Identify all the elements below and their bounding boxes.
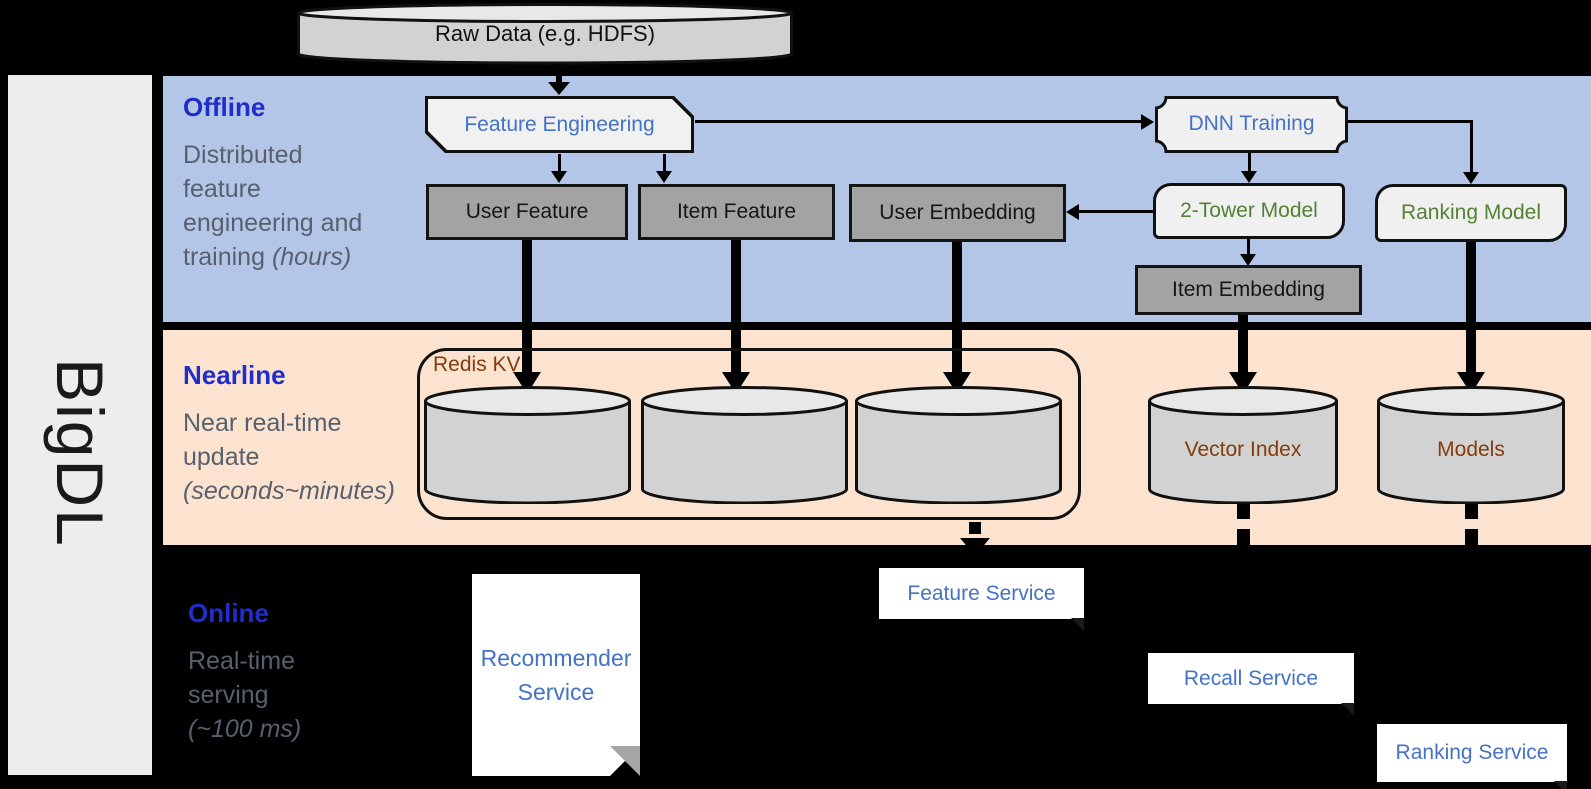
cylinder-shape (855, 386, 1062, 505)
arrow-userfeature-to-redis-shaft (522, 240, 532, 372)
ranking-service-label: Ranking Service (1395, 741, 1549, 764)
models-store: Models (1377, 386, 1565, 505)
online-section-label: Online (188, 598, 269, 628)
arrow-dnn-to-rankingmodel-vshaft (1470, 120, 1473, 172)
online-desc-line2: serving (188, 681, 269, 709)
arrow-twotower-to-userembedding-shaft (1079, 210, 1153, 213)
arrow-fe-to-itemfeature-head (656, 171, 672, 183)
cylinder-shape (424, 386, 631, 505)
nearline-section-desc: Near real-time update (seconds~minutes) (183, 406, 395, 508)
dnn-training-node: DNN Training (1155, 96, 1348, 153)
feature-service-fold-corner (1071, 618, 1084, 631)
models-label: Models (1437, 438, 1505, 461)
raw-data-store: Raw Data (e.g. HDFS) (297, 3, 793, 65)
arrow-fe-to-userfeature-head (551, 171, 567, 183)
arrow-dnn-to-rankingmodel-hshaft (1348, 120, 1473, 123)
ranking-service-node: Ranking Service (1377, 724, 1567, 789)
arrow-vectorindex-to-recall-dash2 (1237, 529, 1250, 545)
user-feature-label: User Feature (465, 200, 589, 223)
recommender-service-fold-corner (610, 746, 640, 776)
ranking-model-node: Ranking Model (1375, 184, 1567, 242)
offline-desc-tail: training (183, 243, 272, 271)
arrow-itemembedding-to-vectorindex-shaft (1238, 315, 1248, 372)
item-feature-node: Item Feature (638, 184, 835, 240)
arrow-fe-to-userfeature-shaft (558, 154, 561, 171)
redis-cylinder-2 (641, 386, 848, 505)
user-feature-node: User Feature (426, 184, 628, 240)
ranking-service-fold-corner (1554, 781, 1567, 789)
bigdl-logo-text: BigDL (43, 358, 117, 548)
vector-index-store: Vector Index (1148, 386, 1338, 505)
ranking-model-label: Ranking Model (1400, 201, 1542, 224)
plaque-shape (1155, 96, 1348, 153)
item-embedding-node: Item Embedding (1135, 265, 1362, 315)
user-embedding-node: User Embedding (849, 184, 1066, 242)
cylinder-shape (641, 386, 848, 505)
arrow-fe-to-dnn-head (1141, 114, 1154, 130)
arrow-redis-to-featureservice-head (960, 538, 990, 556)
arrow-twotower-to-itemembedding-shaft (1247, 239, 1250, 254)
offline-desc-line3: engineering and (183, 209, 363, 237)
item-feature-label: Item Feature (676, 200, 797, 223)
feature-engineering-label: Feature Engineering (428, 99, 691, 150)
feature-service-label: Feature Service (907, 581, 1056, 605)
recommender-service-label-line1: Recommender (480, 645, 632, 671)
redis-kv-container (417, 348, 1081, 520)
redis-kv-label: Redis KV (433, 353, 521, 376)
nearline-desc-line2: update (183, 443, 260, 471)
nearline-desc-line3: (seconds~minutes) (183, 477, 395, 505)
recommender-service-node: Recommender Service (472, 574, 640, 776)
arrow-twotower-to-itemembedding-head (1240, 254, 1256, 266)
cylinder-shape (1148, 386, 1338, 505)
arrow-rankingmodel-to-models-shaft (1466, 242, 1476, 372)
nearline-section-label: Nearline (183, 360, 286, 390)
redis-cylinder-3 (855, 386, 1062, 505)
offline-desc-tail-italic: (hours) (271, 243, 352, 271)
arrow-models-to-ranking-dash2 (1465, 529, 1478, 545)
arrow-dnn-to-twotower-shaft (1248, 153, 1251, 171)
feature-service-node: Feature Service (879, 568, 1084, 631)
recommender-service-label-line2: Service (517, 679, 595, 705)
arrow-rawdata-to-fe-head (548, 82, 570, 95)
arrow-itemfeature-to-redis-shaft (731, 240, 741, 372)
arrow-redis-to-featureservice-dash (969, 522, 981, 534)
offline-section-desc: Distributed feature engineering and trai… (183, 138, 362, 274)
arrow-twotower-to-userembedding-head (1066, 204, 1079, 220)
arrow-dnn-to-twotower-head (1241, 171, 1257, 183)
feature-engineering-node: Feature Engineering (425, 96, 694, 153)
recall-service-fold-corner (1341, 703, 1354, 716)
user-embedding-label: User Embedding (879, 201, 1036, 224)
offline-desc-line2: feature (183, 175, 261, 203)
arrow-userembedding-to-redis-shaft (952, 242, 962, 372)
arrow-fe-to-dnn-shaft (695, 120, 1141, 123)
arrow-rawdata-to-fe-shaft (556, 64, 562, 82)
item-embedding-label: Item Embedding (1172, 278, 1325, 301)
recall-service-label: Recall Service (1183, 666, 1319, 690)
cylinder-shape (297, 3, 793, 65)
redis-cylinder-1 (424, 386, 631, 505)
cylinder-shape (1377, 386, 1565, 505)
online-desc-line1: Real-time (188, 647, 295, 675)
nearline-desc-line1: Near real-time (183, 409, 342, 437)
bigdl-rail: BigDL (8, 75, 152, 775)
offline-section-label: Offline (183, 92, 266, 122)
raw-data-label: Raw Data (e.g. HDFS) (434, 21, 656, 46)
arrow-models-to-ranking-dash1 (1465, 504, 1478, 519)
arrow-fe-to-itemfeature-shaft (663, 154, 666, 171)
vector-index-label: Vector Index (1184, 438, 1302, 461)
arrow-vectorindex-to-recall-dash1 (1237, 504, 1250, 519)
offline-desc-line4: training (hours) (183, 240, 362, 274)
online-section-desc: Real-time serving (~100 ms) (188, 644, 301, 746)
two-tower-model-node: 2-Tower Model (1153, 183, 1345, 239)
offline-desc-line1: Distributed (183, 141, 303, 169)
recall-service-node: Recall Service (1148, 653, 1354, 716)
arrow-dnn-to-rankingmodel-head (1463, 172, 1479, 184)
online-desc-line3: (~100 ms) (188, 715, 302, 743)
two-tower-model-label: 2-Tower Model (1180, 199, 1318, 222)
dnn-training-label: DNN Training (1188, 112, 1315, 135)
